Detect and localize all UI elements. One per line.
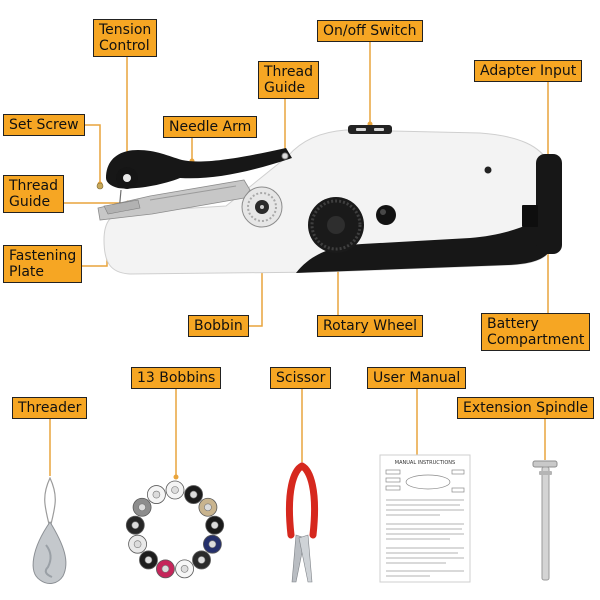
adapter-input-port <box>484 166 492 174</box>
needle-arm <box>106 148 292 189</box>
rotary-wheel-label: Rotary Wheel <box>317 315 424 337</box>
bobbin <box>165 480 185 500</box>
fastening-plate-connector <box>82 232 108 267</box>
scissor <box>285 462 319 583</box>
sewing-machine <box>96 125 562 275</box>
bobbin <box>184 485 203 504</box>
threader <box>32 476 67 584</box>
presser-foot <box>103 199 141 215</box>
manual-sketch <box>385 469 465 493</box>
side-knob <box>376 205 396 225</box>
bobbin <box>147 485 166 504</box>
fastening-plate-label: Fastening Plate <box>3 245 83 283</box>
thread-guide-top-label: Thread Guide <box>258 61 319 99</box>
bobbin <box>132 497 152 517</box>
user-manual: MANUAL INSTRUCTIONS <box>379 454 471 583</box>
extension-spindle-label: Extension Spindle <box>457 397 595 419</box>
manual-heading: MANUAL INSTRUCTIONS <box>395 460 455 466</box>
scissor-blade-right <box>298 534 313 583</box>
thread-guide-ring <box>281 152 289 160</box>
spindle-collar <box>539 471 552 475</box>
bobbin <box>139 550 158 570</box>
manual-page <box>379 454 471 583</box>
battery-latch <box>522 205 538 227</box>
tension-control-label: Tension Control <box>93 19 158 57</box>
user-manual-label: User Manual <box>367 367 467 389</box>
extension-spindle <box>532 460 558 581</box>
grip-band <box>296 212 552 273</box>
rotary-wheel <box>308 197 364 253</box>
set-screw-connector <box>82 124 101 184</box>
connectors <box>49 40 551 480</box>
bobbins-13-dot <box>173 474 179 480</box>
bobbins-13-label: 13 Bobbins <box>131 367 222 389</box>
bobbin <box>175 559 194 579</box>
bobbin <box>192 550 211 570</box>
bobbin <box>156 559 175 579</box>
on-off-switch-label: On/off Switch <box>317 20 423 42</box>
bobbin <box>198 497 218 517</box>
bobbin <box>125 515 145 535</box>
threader-emboss <box>44 544 53 578</box>
plate-bracket <box>149 185 237 201</box>
battery-compartment-label: Battery Compartment <box>481 313 591 351</box>
thread-guide-left-label: Thread Guide <box>3 175 64 213</box>
scissor-label: Scissor <box>270 367 332 389</box>
scissor-handle <box>285 462 319 539</box>
threader-wire <box>44 476 56 529</box>
threader-label: Threader <box>12 397 88 419</box>
adapter-input-label: Adapter Input <box>474 60 583 82</box>
battery-end-cap <box>536 154 562 254</box>
bobbin <box>203 534 222 554</box>
set-screw-label: Set Screw <box>3 114 85 136</box>
bobbin <box>128 534 147 554</box>
bobbin-label: Bobbin <box>188 315 249 337</box>
set-screw <box>96 182 104 190</box>
on-off-switch <box>348 125 392 134</box>
spindle-rod <box>541 466 550 581</box>
bobbin-part <box>241 186 283 228</box>
tension-control-knob <box>116 167 138 189</box>
spindle-head <box>532 460 558 468</box>
bobbin <box>205 515 225 535</box>
needle-arm-label: Needle Arm <box>163 116 258 138</box>
bobbin-ring <box>125 480 225 579</box>
manual-text-lines <box>386 499 464 577</box>
